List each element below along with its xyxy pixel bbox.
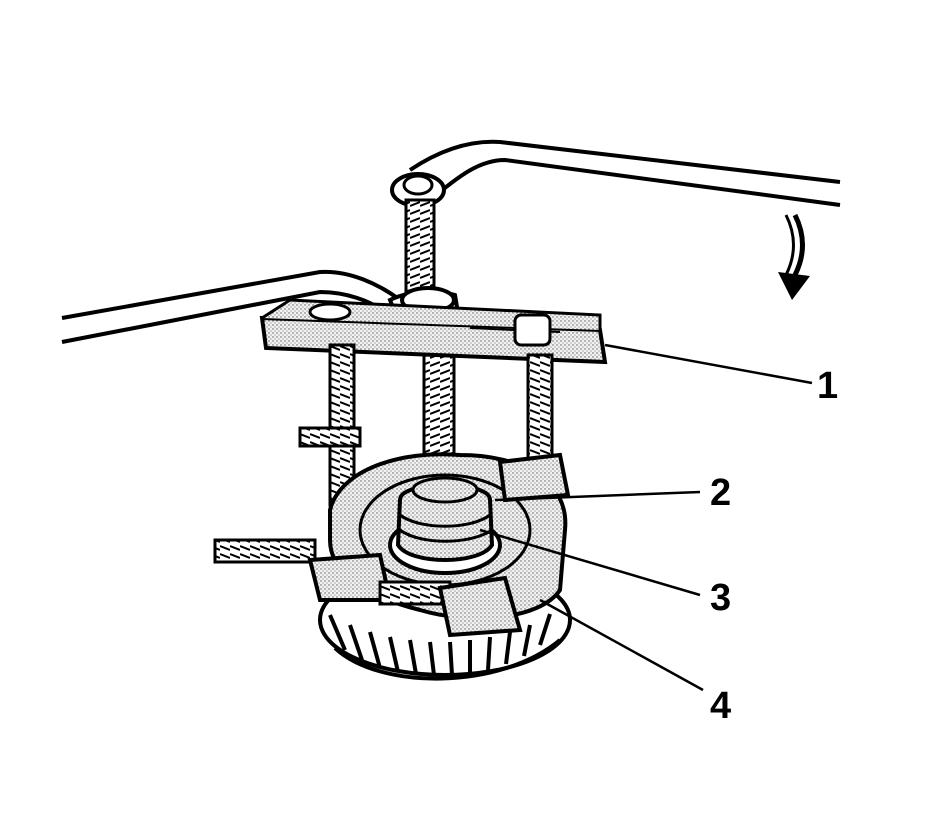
wrench-handle-upper — [390, 139, 841, 208]
puller-cross-bar — [259, 298, 608, 365]
callout-2: 2 — [710, 472, 731, 514]
rotation-arrow-icon — [778, 213, 810, 300]
leader-lines — [479, 343, 813, 692]
callout-3: 3 — [710, 577, 731, 619]
puller-jaws — [213, 426, 571, 638]
callout-1: 1 — [817, 365, 838, 407]
bearing-cup — [395, 476, 495, 562]
callout-4: 4 — [710, 685, 731, 727]
